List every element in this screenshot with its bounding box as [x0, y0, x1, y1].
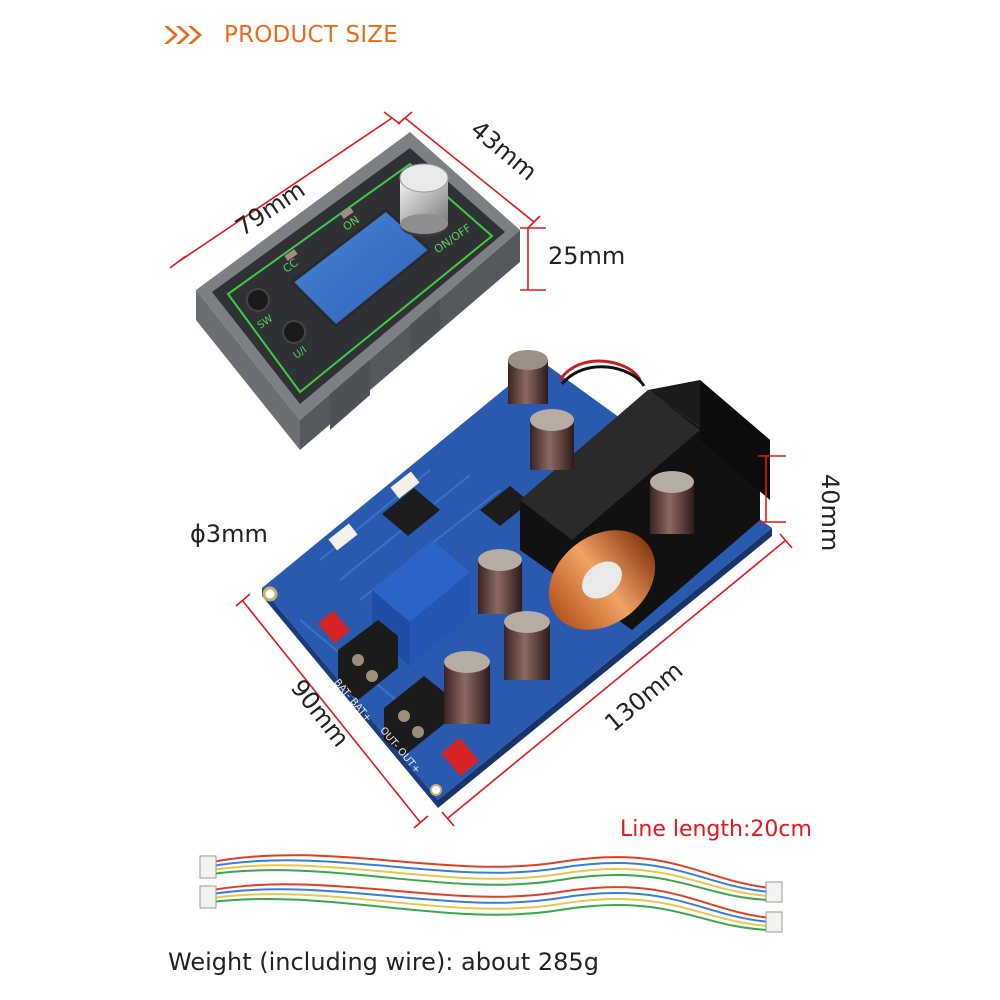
- section-header: PRODUCT SIZE: [162, 22, 398, 48]
- display-module: CC ON ON/OFF SW U/I: [196, 132, 520, 450]
- page-title: PRODUCT SIZE: [224, 22, 398, 48]
- main-board: BAT- BAT+ OUT- OUT+: [262, 350, 772, 808]
- board-length-label: 130mm: [599, 656, 688, 737]
- line-length-label: Line length:20cm: [620, 817, 812, 842]
- board-dimensions: [235, 455, 793, 829]
- display-dimensions: [169, 111, 546, 291]
- weight-label: Weight (including wire): about 285g: [168, 948, 599, 976]
- triple-chevron-right-icon: [164, 26, 202, 44]
- cable-connectors: [199, 855, 783, 933]
- hole-diameter-label: ϕ3mm: [190, 520, 268, 548]
- cables: [211, 854, 771, 931]
- display-height-label: 25mm: [548, 242, 625, 270]
- board-height-label: 40mm: [816, 474, 844, 551]
